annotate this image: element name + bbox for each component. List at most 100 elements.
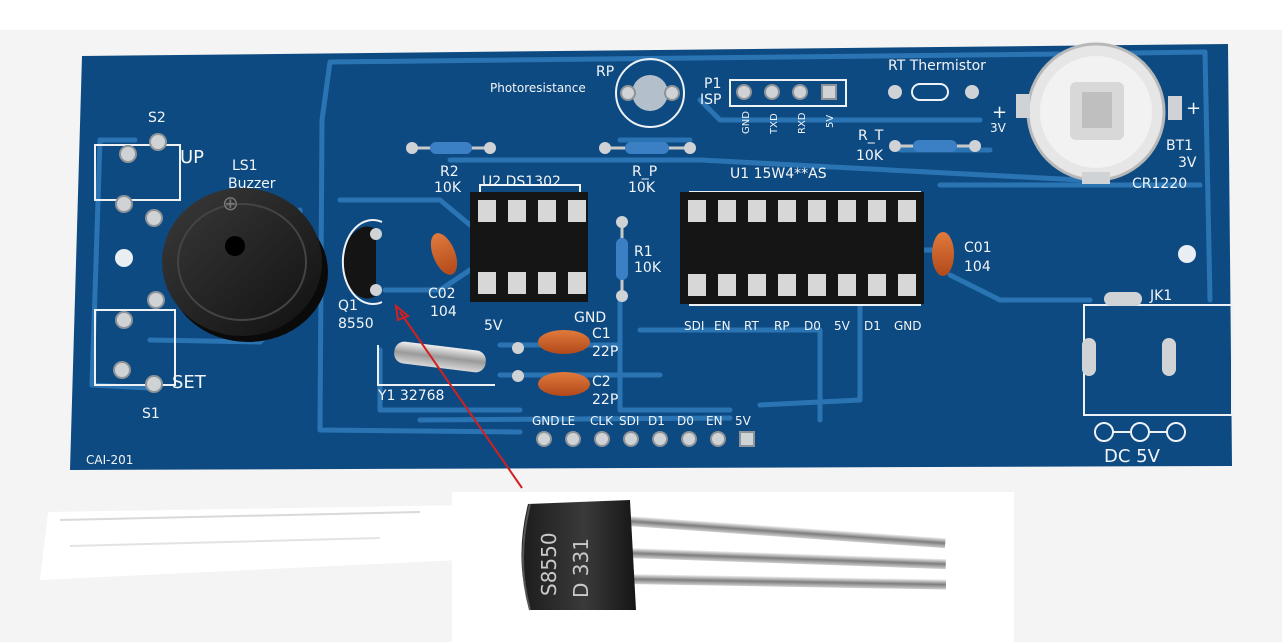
label-isp: ISP — [700, 92, 721, 108]
label-c02: C02 — [428, 286, 456, 302]
header-pad-square — [739, 431, 755, 447]
socket-contact — [868, 200, 886, 222]
header-pin-label: GND — [532, 414, 560, 428]
label-r1-value: 10K — [634, 260, 662, 276]
resistor-rp — [599, 142, 696, 154]
u1-pin-label: 5V — [834, 319, 851, 333]
button-s2-pads — [115, 133, 167, 227]
thermistor — [888, 83, 979, 101]
transistor-q1 — [341, 219, 383, 305]
label-r-p: R_P — [632, 164, 657, 180]
transistor-marking-1: S8550 — [537, 532, 561, 596]
label-bt1: BT1 — [1166, 138, 1193, 154]
socket-u1 — [680, 192, 924, 304]
socket-contact — [508, 272, 526, 294]
header-pad — [594, 431, 610, 447]
label-rp: RP — [596, 64, 614, 80]
header-pin-label: D0 — [677, 414, 694, 428]
silkscreen-labels: S2 UP S1 SET LS1 Buzzer RP Photoresistan… — [86, 58, 1201, 598]
socket-contact — [688, 200, 706, 222]
button-s1-pads — [113, 291, 165, 393]
header-pin-label: EN — [706, 414, 723, 428]
buzzer: ⊕ — [162, 188, 328, 342]
label-bt1-v: 3V — [1178, 155, 1197, 171]
header-pad — [652, 431, 668, 447]
header-pin-label: 5V — [735, 414, 752, 428]
socket-contact — [898, 274, 916, 296]
socket-contact — [478, 272, 496, 294]
label-u2-gnd: GND — [574, 310, 606, 326]
header-pin-label: SDI — [619, 414, 639, 428]
battery-holder — [1016, 42, 1182, 184]
header-pad — [710, 431, 726, 447]
socket-contact — [508, 200, 526, 222]
socket-contact — [568, 272, 586, 294]
socket-contact — [538, 272, 556, 294]
label-isp-5v: 5V — [825, 115, 836, 128]
label-y1: Y1 32768 — [377, 388, 444, 404]
label-u2-5v: 5V — [484, 318, 503, 334]
socket-contact — [478, 200, 496, 222]
capacitor-c01 — [932, 232, 954, 276]
label-q1-value: 8550 — [338, 316, 374, 332]
label-dc-5v: DC 5V — [1104, 446, 1161, 467]
label-c2: C2 — [592, 374, 611, 390]
label-buzzer: Buzzer — [228, 176, 276, 192]
label-s1: S1 — [142, 406, 160, 422]
label-c01-value: 104 — [964, 259, 991, 275]
dc-jack-pads — [1082, 292, 1186, 442]
label-s2: S2 — [148, 110, 166, 126]
header-pad — [536, 431, 552, 447]
label-isp-txd: TXD — [769, 113, 780, 135]
label-r2-value: 10K — [434, 180, 462, 196]
socket-contact — [868, 274, 886, 296]
label-r-t: R_T — [858, 128, 884, 144]
label-set: SET — [172, 372, 207, 393]
label-board-id: CAI-201 — [86, 453, 133, 467]
label-up: UP — [180, 147, 204, 168]
label-u1: U1 15W4**AS — [730, 166, 827, 182]
resistor-r2 — [406, 142, 496, 154]
isp-header — [736, 84, 837, 100]
label-bt-plus-right: + — [1186, 98, 1201, 119]
label-bt-plus-left: + — [992, 102, 1007, 123]
header-pin-label: D1 — [648, 414, 665, 428]
label-photoresistance: Photoresistance — [490, 81, 586, 95]
u1-pin-label: RT — [744, 319, 759, 333]
svg-text:⊕: ⊕ — [222, 191, 239, 215]
transistor-marking-2: D 331 — [569, 538, 593, 598]
socket-contact — [748, 200, 766, 222]
socket-contact — [568, 200, 586, 222]
u1-pin-label: D0 — [804, 319, 821, 333]
socket-contact — [808, 274, 826, 296]
label-c02-value: 104 — [430, 304, 457, 320]
socket-contact — [538, 200, 556, 222]
label-r2: R2 — [440, 164, 459, 180]
label-r-t-value: 10K — [856, 148, 884, 164]
label-ls1: LS1 — [232, 158, 258, 174]
socket-contact — [898, 200, 916, 222]
socket-contact — [748, 274, 766, 296]
label-bt1-type: CR1220 — [1132, 176, 1187, 192]
header-pad — [681, 431, 697, 447]
label-isp-rxd: RXD — [797, 112, 808, 134]
socket-contact — [688, 274, 706, 296]
socket-contact — [778, 274, 796, 296]
label-r-p-value: 10K — [628, 180, 656, 196]
socket-u2 — [470, 192, 588, 302]
socket-contact — [808, 200, 826, 222]
pointer-arrow — [394, 303, 523, 489]
crystal-y1 — [394, 341, 486, 373]
photoresistor — [615, 58, 685, 128]
label-u2: U2 DS1302 — [482, 174, 561, 190]
u1-pin-label: D1 — [864, 319, 881, 333]
header-pad — [623, 431, 639, 447]
label-bt-3v-left: 3V — [990, 121, 1007, 135]
socket-contact — [718, 200, 736, 222]
socket-contact — [778, 200, 796, 222]
bottom-header-pads — [536, 431, 755, 447]
socket-contact — [838, 200, 856, 222]
ic-socket-body — [680, 192, 924, 304]
